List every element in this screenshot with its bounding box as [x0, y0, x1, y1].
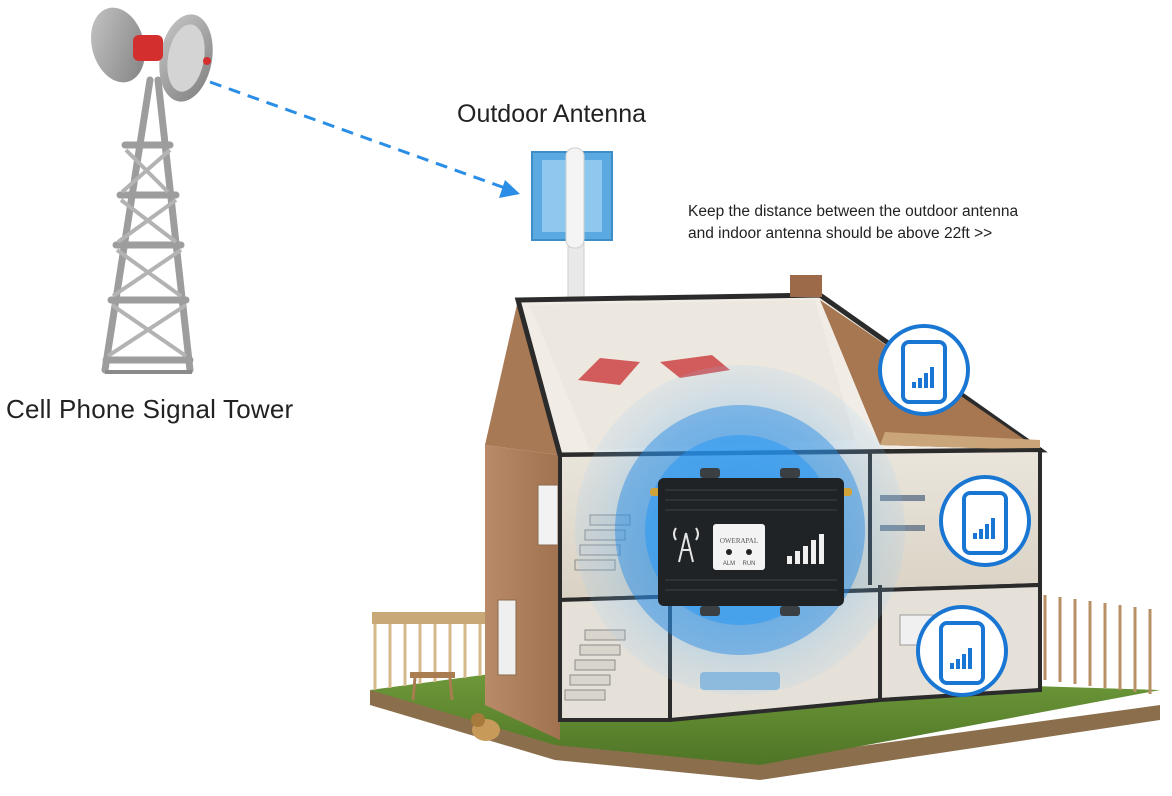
distance-note-line-2: and indoor antenna should be above 22ft … [688, 225, 993, 242]
booster-run-label: RUN [743, 561, 756, 567]
smartphone-signal-icon [878, 324, 970, 416]
booster-brand: OWERAPAL [720, 537, 758, 545]
signal-arrow [209, 80, 520, 198]
distance-note-line-1: Keep the distance between the outdoor an… [688, 203, 1019, 220]
smartphone-signal-icon [916, 605, 1008, 697]
cell-tower-icon [91, 7, 213, 374]
tower-label: Cell Phone Signal Tower [6, 394, 294, 424]
outdoor-panel-antenna-icon [531, 147, 613, 301]
distance-note: Keep the distance between the outdoor an… [688, 201, 1018, 245]
smartphone-signal-icon [939, 475, 1031, 567]
outdoor-antenna-label: Outdoor Antenna [457, 100, 647, 128]
signal-booster-icon: OWERAPAL ALM RUN [650, 468, 852, 616]
booster-alm-label: ALM [723, 561, 735, 567]
